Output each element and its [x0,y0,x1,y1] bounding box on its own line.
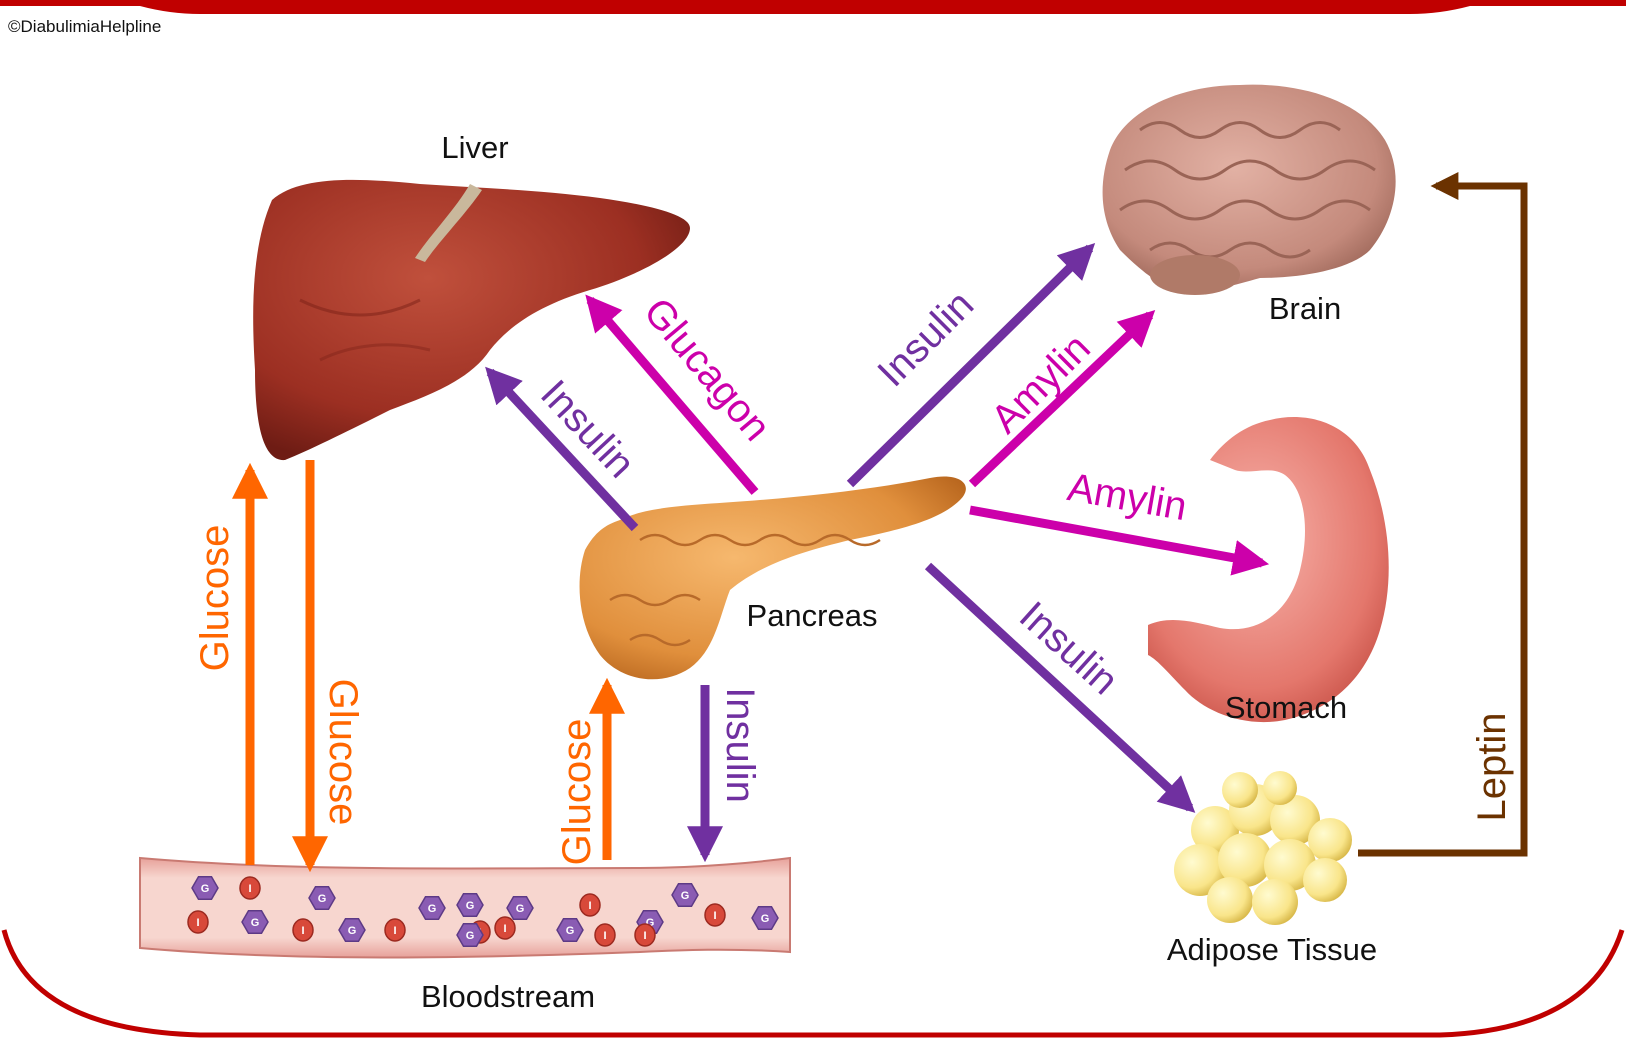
insulin-cell-letter: I [603,930,606,942]
insulin-cell-letter: I [713,910,716,922]
insulin-cell: I [705,904,725,926]
brain-label: Brain [1269,291,1341,326]
liver-illustration [253,180,690,460]
insulin-cell: I [595,924,615,946]
glucose-cell-letter: G [318,893,327,905]
glucose-label-to-liver: Glucose [193,525,237,672]
glucose-cell: G [457,894,483,917]
insulin-label-to-brain: Insulin [869,282,982,395]
pancreas-illustration [580,477,966,680]
adipose-tissue-label: Adipose Tissue [1167,932,1377,967]
insulin-cell-letter: I [196,917,199,929]
stomach-label: Stomach [1225,690,1347,725]
glucose-cell-letter: G [516,903,525,915]
amylin-arrow-to-stomach [970,510,1262,563]
insulin-cell: I [495,917,515,939]
insulin-cell-letter: I [503,923,506,935]
glucose-cell-letter: G [251,917,260,929]
glucose-cell: G [672,884,698,907]
insulin-cell-letter: I [301,925,304,937]
insulin-cell: I [240,877,260,899]
leptin-label: Leptin [1470,713,1514,822]
insulin-cell-letter: I [588,900,591,912]
insulin-cell-letter: I [393,925,396,937]
insulin-label-to-bloodstream: Insulin [718,687,762,803]
liver-label: Liver [441,130,508,165]
glucose-cell-letter: G [566,925,575,937]
glucose-cell-letter: G [681,890,690,902]
insulin-cell: I [385,919,405,941]
glucose-cell: G [457,924,483,947]
bloodstream-label: Bloodstream [421,979,595,1014]
copyright-text: ©DiabulimiaHelpline [8,17,161,36]
pancreas-label: Pancreas [747,598,878,633]
insulin-cell: I [188,911,208,933]
insulin-cell-letter: I [643,930,646,942]
glucose-cell: G [242,911,268,934]
glucose-cell: G [752,907,778,930]
brain-illustration [1103,85,1396,295]
glucose-cell: G [557,919,583,942]
insulin-cell: I [293,919,313,941]
glucose-cell-letter: G [428,903,437,915]
glucose-cell: G [507,897,533,920]
insulin-label-to-adipose: Insulin [1011,593,1126,703]
bloodstream-illustration: GIGIGIGIGGIGIGIIGGIGGI [140,858,790,958]
glucose-cell-letter: G [201,883,210,895]
glucose-cell: G [309,887,335,910]
glucose-label-from-liver: Glucose [321,679,365,826]
glucose-cell: G [419,897,445,920]
glucagon-label: Glucagon [635,290,779,449]
top-banner [0,0,1626,14]
adipose-illustration [1174,771,1352,925]
glucose-cell-letter: G [761,913,770,925]
glucose-cell-letter: G [466,900,475,912]
glucose-label-to-pancreas: Glucose [555,719,599,866]
stomach-illustration [1148,417,1389,722]
insulin-cell: I [580,894,600,916]
insulin-cell-letter: I [248,883,251,895]
insulin-arrow-to-adipose [928,566,1190,808]
amylin-label-to-stomach: Amylin [1064,465,1190,529]
glucose-cell: G [339,919,365,942]
glucose-cell: G [192,877,218,900]
insulin-cell: I [635,924,655,946]
glucose-cell-letter: G [348,925,357,937]
glucose-cell-letter: G [466,930,475,942]
